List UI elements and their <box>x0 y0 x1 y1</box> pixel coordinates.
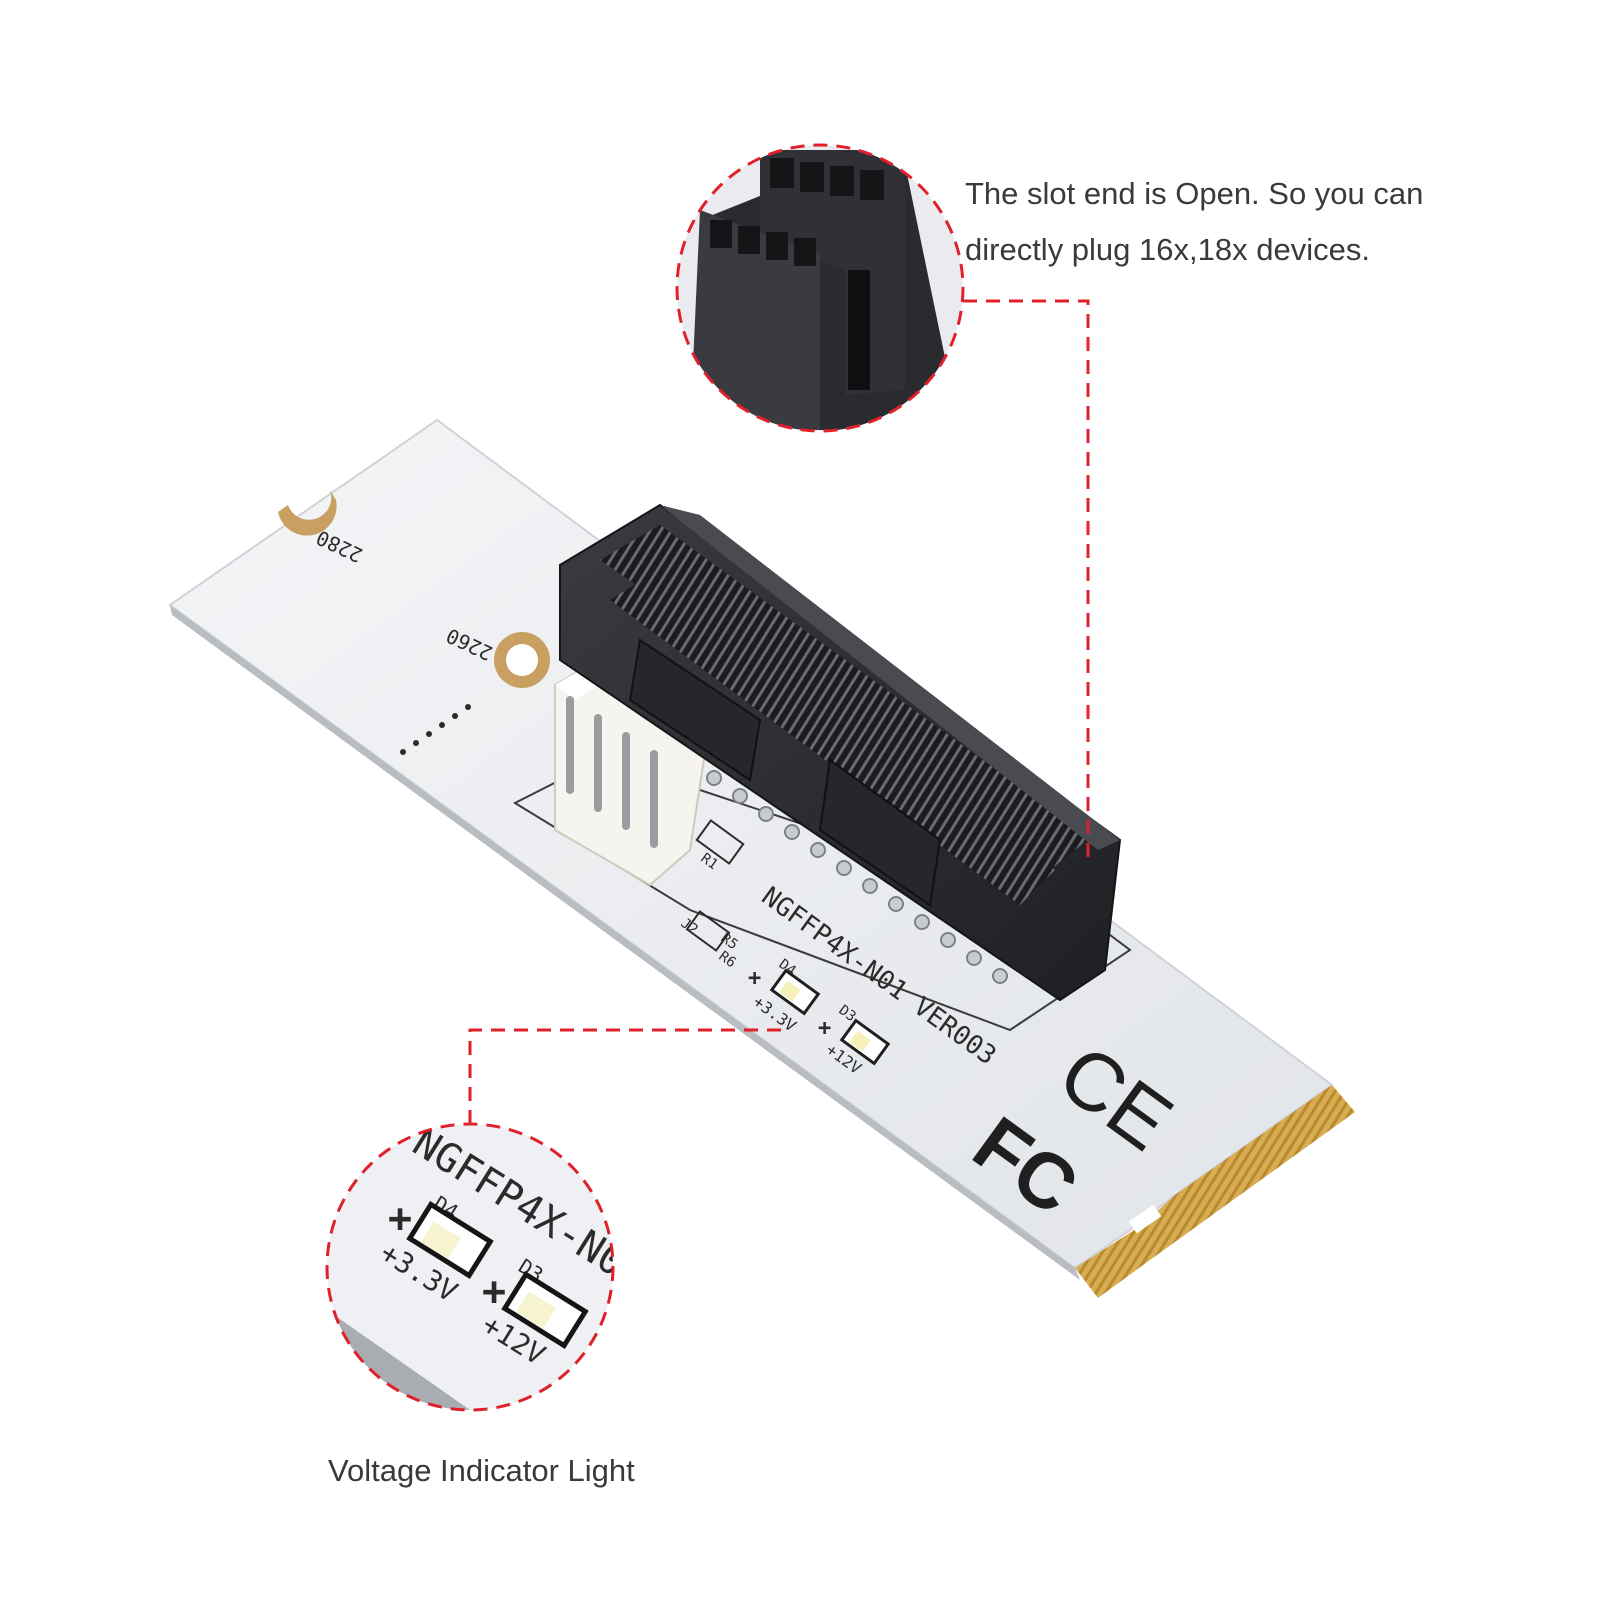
pcie-slot <box>559 503 1122 1002</box>
solder-joints <box>706 770 1008 984</box>
svg-text:+: + <box>388 1196 412 1242</box>
slot-end-callout-line1: The slot end is Open. So you can <box>965 176 1424 211</box>
zoom-slot-end <box>675 143 965 433</box>
zoom-voltage-leds: NGFFP4X-N01 D4 +3.3V + D3 +12V + <box>325 1122 615 1412</box>
slot-end-callout-line2: directly plug 16x,18x devices. <box>965 232 1370 267</box>
svg-text:+: + <box>482 1269 506 1315</box>
plus-mark-d4: + <box>748 966 761 991</box>
callout-leader-lines <box>468 299 1090 1124</box>
pcb-board <box>168 418 1355 1298</box>
plus-mark-d3: + <box>818 1016 831 1041</box>
slot-end-callout-text: The slot end is Open. So you can directl… <box>965 166 1565 278</box>
voltage-indicator-caption: Voltage Indicator Light <box>328 1453 635 1488</box>
